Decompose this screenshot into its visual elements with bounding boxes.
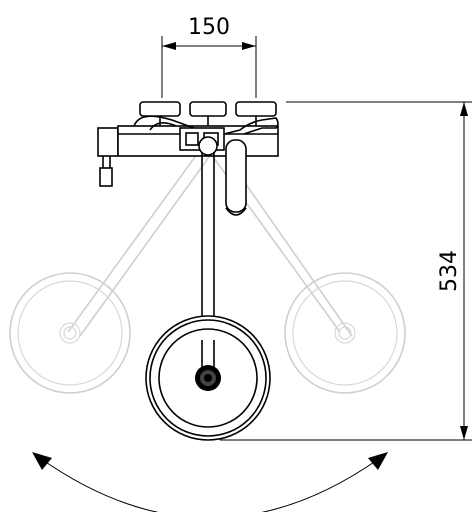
width-dimension-label: 150 bbox=[188, 15, 230, 40]
ghost-swing-left bbox=[9, 149, 215, 394]
mixer-body bbox=[97, 101, 279, 216]
height-dimension-label: 534 bbox=[437, 250, 462, 292]
shower-head bbox=[145, 315, 271, 441]
rotation-arc-arrow bbox=[32, 452, 388, 512]
width-dimension: 150 bbox=[161, 15, 257, 98]
height-dimension: 534 bbox=[220, 101, 472, 441]
